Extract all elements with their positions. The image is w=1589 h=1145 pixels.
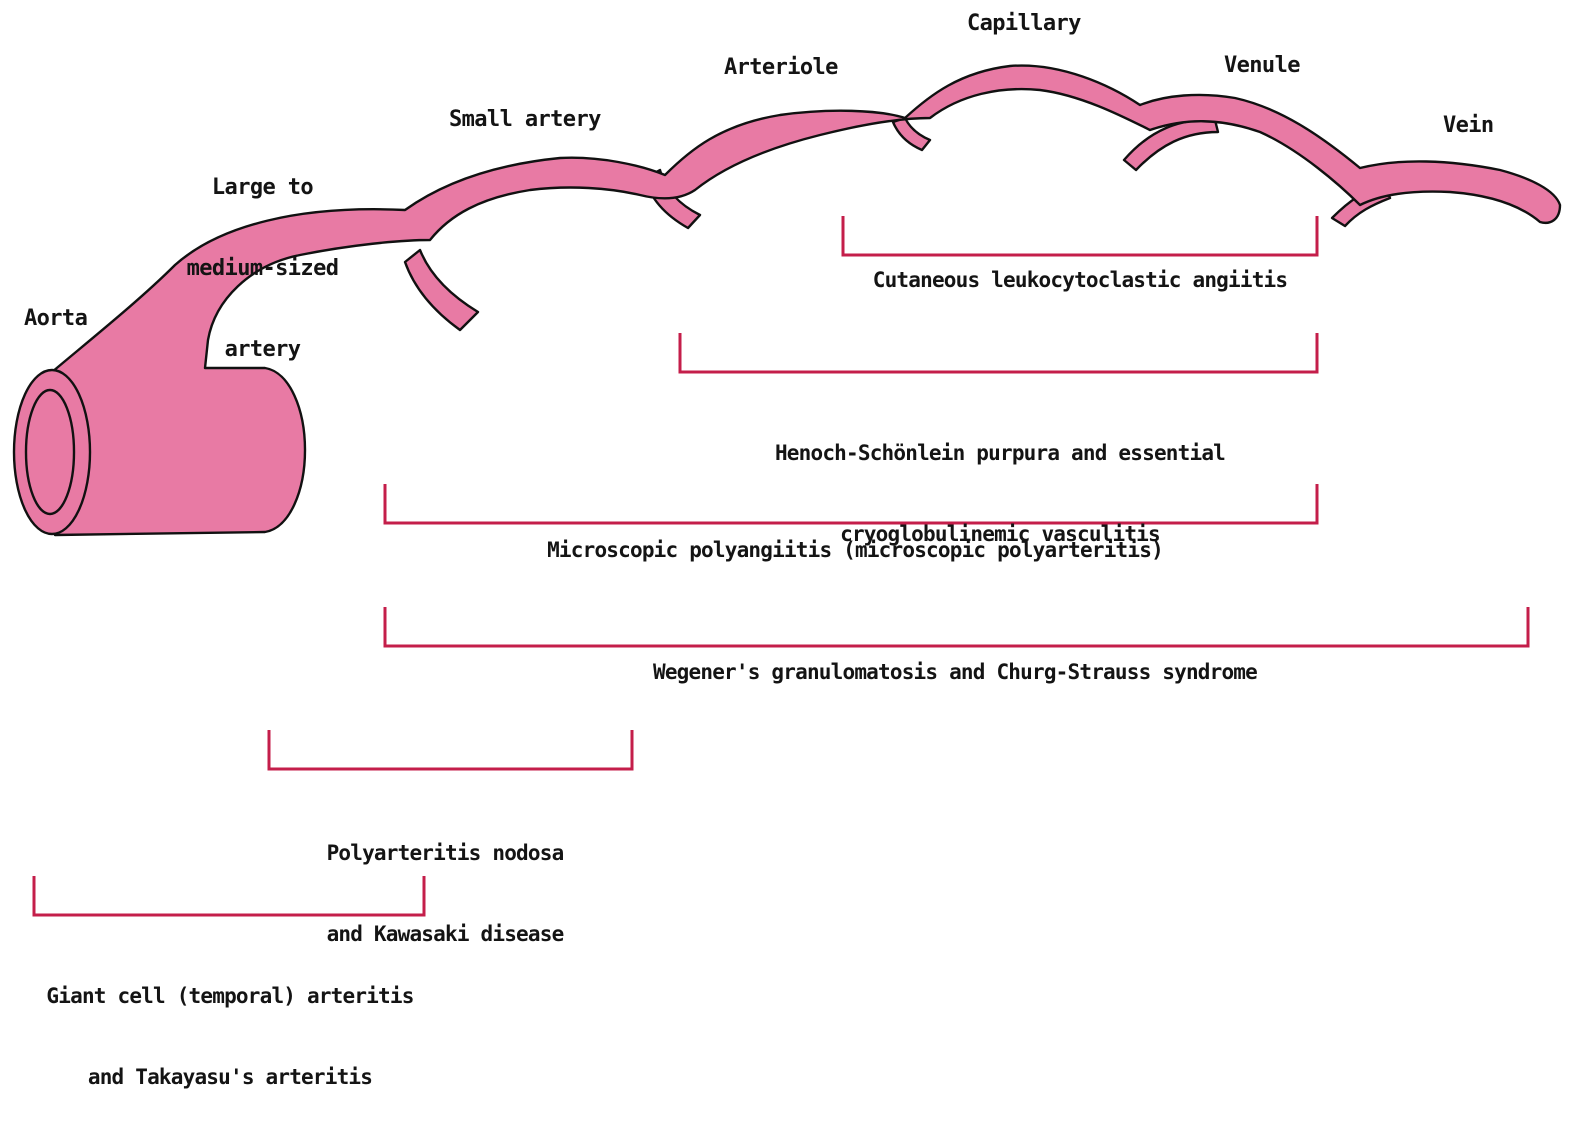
label-venule: Venule xyxy=(1224,52,1300,79)
label-vein: Vein xyxy=(1443,112,1494,139)
label-giant-cell-line-2: and Takayasu's arteritis xyxy=(20,1064,440,1091)
bracket-henoch xyxy=(680,333,1317,372)
label-henoch-line-1: Henoch-Schönlein purpura and essential xyxy=(700,440,1300,467)
vasculitis-vessel-diagram: Aorta Large to medium-sized artery Small… xyxy=(0,0,1589,997)
label-polyarteritis-line-1: Polyarteritis nodosa xyxy=(290,840,600,867)
label-wegener: Wegener's granulomatosis and Churg-Strau… xyxy=(590,659,1320,686)
bracket-polyarteritis xyxy=(269,730,632,769)
label-henoch: Henoch-Schönlein purpura and essential c… xyxy=(700,386,1300,602)
label-large-artery-line-1: Large to xyxy=(160,174,365,201)
label-large-artery-line-2: medium-sized xyxy=(160,255,365,282)
label-large-artery: Large to medium-sized artery xyxy=(160,120,365,417)
label-microscopic: Microscopic polyangiitis (microscopic po… xyxy=(500,537,1210,564)
label-small-artery: Small artery xyxy=(449,106,601,133)
label-arteriole: Arteriole xyxy=(724,54,838,81)
label-giant-cell: Giant cell (temporal) arteritis and Taka… xyxy=(20,929,440,1145)
label-cutaneous: Cutaneous leukocytoclastic angiitis xyxy=(830,267,1330,294)
label-large-artery-line-3: artery xyxy=(160,336,365,363)
label-capillary: Capillary xyxy=(967,10,1081,37)
bracket-cutaneous xyxy=(843,216,1317,255)
bracket-wegener xyxy=(385,607,1528,646)
label-aorta: Aorta xyxy=(24,305,87,332)
